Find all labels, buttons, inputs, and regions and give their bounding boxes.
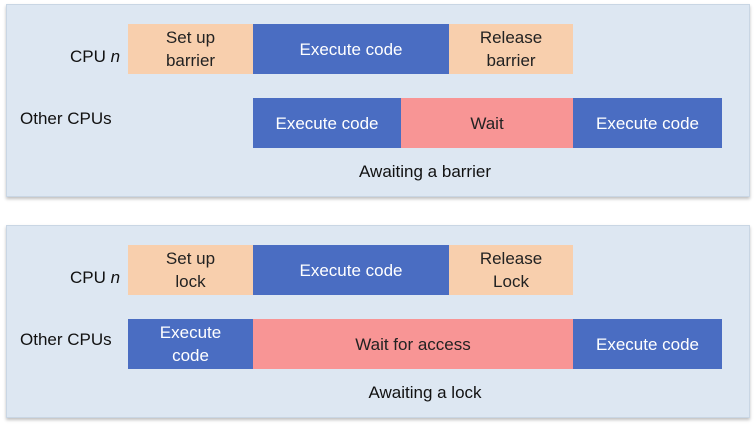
other-cpus-label: Other CPUs [20, 330, 112, 349]
setup-lock-segment: Set up lock [128, 245, 253, 295]
execute-code-segment: Execute code [573, 98, 722, 148]
cpu-n-label: CPU n [70, 268, 121, 287]
release-lock-segment: Release Lock [449, 245, 573, 295]
lock-panel: CPU n Set up lock Execute code Release L… [6, 225, 750, 418]
execute-code-segment: Execute code [253, 24, 449, 74]
panel-caption: Awaiting a lock [368, 383, 482, 402]
execute-code-segment: Execute code [253, 245, 449, 295]
execute-code-segment: Execute code [128, 319, 253, 369]
execute-code-segment: Execute code [573, 319, 722, 369]
panel-caption: Awaiting a barrier [359, 162, 491, 181]
barrier-panel: CPU n Set up barrier Execute code Releas… [6, 4, 750, 197]
wait-for-access-segment: Wait for access [253, 319, 573, 369]
wait-segment: Wait [401, 98, 573, 148]
release-barrier-segment: Release barrier [449, 24, 573, 74]
other-cpus-label: Other CPUs [20, 109, 112, 128]
setup-barrier-segment: Set up barrier [128, 24, 253, 74]
execute-code-segment: Execute code [253, 98, 401, 148]
cpu-n-label: CPU n [70, 47, 121, 66]
